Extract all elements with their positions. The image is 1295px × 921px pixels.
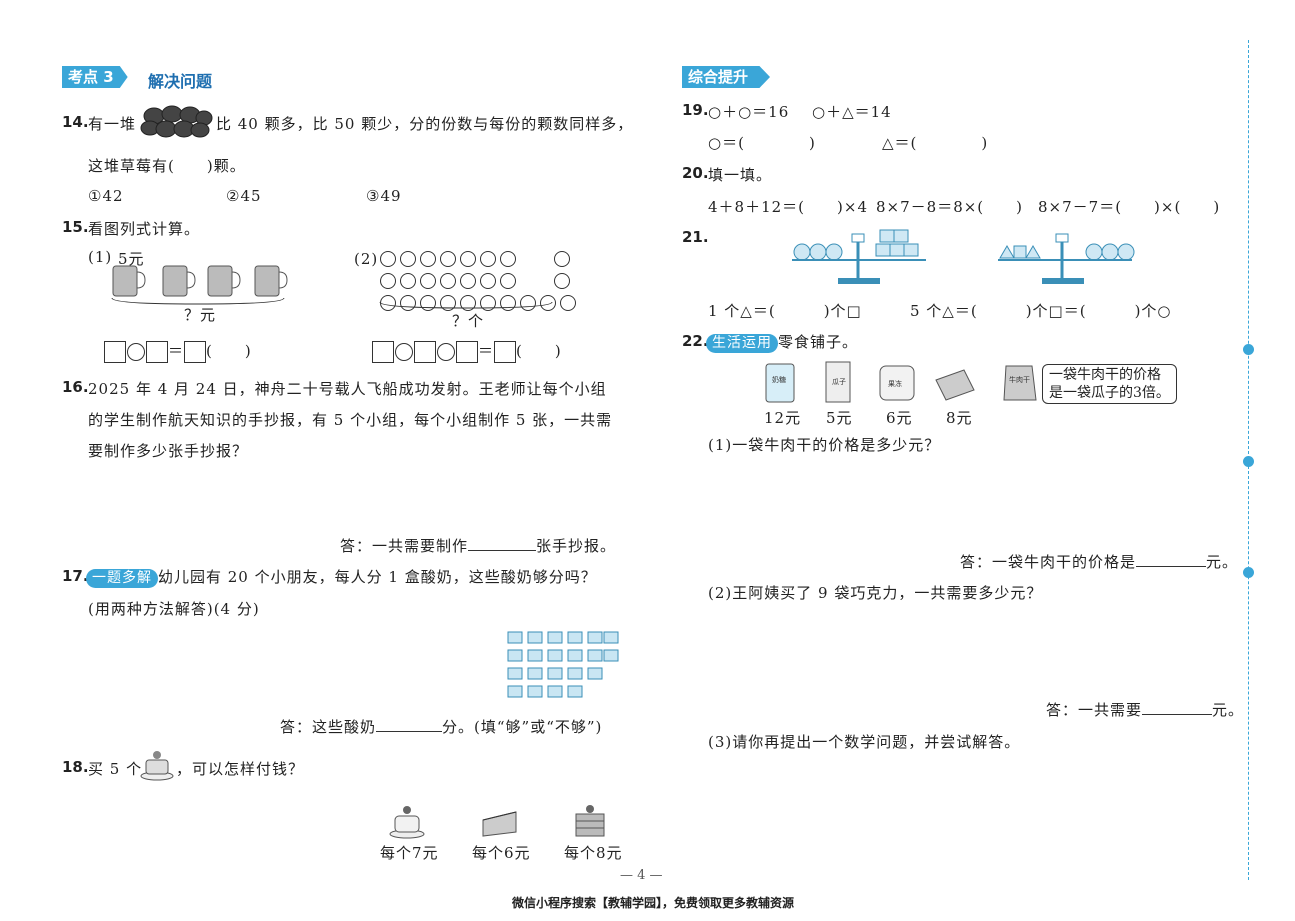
- q20-text: 填一填。: [708, 166, 773, 184]
- section-tag-right: 综合提升: [682, 66, 771, 88]
- q14-option-3: ③49: [366, 187, 402, 205]
- answer-box[interactable]: [104, 340, 126, 363]
- cake-price-2: 每个6元: [472, 844, 531, 862]
- page-number: — 4 —: [620, 868, 663, 883]
- q15-price-label: 5元: [118, 250, 145, 268]
- q14-number: 14.: [62, 113, 89, 131]
- q15-text: 看图列式计算。: [88, 220, 201, 238]
- q19-number: 19.: [682, 101, 709, 119]
- binding-dot: [1243, 344, 1254, 355]
- operator-circle[interactable]: [437, 342, 455, 361]
- yogurt-boxes-icon: [507, 631, 619, 698]
- q16-answer: 答：一共需要制作张手抄报。: [340, 537, 617, 555]
- q20-eq2[interactable]: 8×7－8＝8×( ): [876, 198, 1024, 216]
- q15-equation2: ＝( ): [372, 340, 562, 363]
- q18-number: 18.: [62, 758, 89, 776]
- multi-solution-tag: 一题多解: [86, 569, 158, 588]
- beef-jerky-icon: 牛肉干: [1003, 365, 1037, 401]
- q14-option-2: ②45: [226, 187, 262, 205]
- q15-part2-label: (2): [354, 250, 379, 268]
- binding-dot: [1243, 456, 1254, 467]
- q19-eq1: ○＋○＝16: [708, 103, 790, 121]
- q14-text3: 这堆草莓有( )颗。: [88, 157, 246, 175]
- q19-eq2: ○＋△＝14: [812, 103, 892, 121]
- snack-price-2: 5元: [826, 409, 853, 427]
- q22-sub1: (1)一袋牛肉干的价格是多少元？: [708, 436, 941, 454]
- q22-title: 生活运用零食铺子。: [706, 331, 858, 353]
- brace-icon: [379, 301, 553, 309]
- cake-8-icon: [575, 805, 605, 837]
- cake-6-icon: [482, 811, 517, 837]
- life-application-tag: 生活运用: [706, 334, 778, 353]
- cups-icon: [111, 265, 288, 305]
- q21-answer1[interactable]: 1 个△＝( )个□: [708, 302, 862, 320]
- q19-answer1[interactable]: ○＝( ): [708, 134, 816, 152]
- answer-box[interactable]: [494, 340, 517, 363]
- q15-question2: ？个: [452, 312, 485, 330]
- cake-icon: [140, 751, 174, 781]
- snack-label-3: 果冻: [888, 379, 902, 388]
- q22-number: 22.: [682, 332, 709, 350]
- q16-line2: 的学生制作航天知识的手抄报，有 5 个小组，每个小组制作 5 张，一共需: [88, 411, 613, 429]
- q17-number: 17.: [62, 567, 89, 585]
- binding-dot: [1243, 567, 1254, 578]
- unit-paren: ( ): [206, 342, 252, 360]
- price-bubble: 一袋牛肉干的价格是一袋瓜子的3倍。: [1042, 364, 1177, 404]
- q18-post: ，可以怎样付钱？: [176, 760, 305, 778]
- q15-question1: ？元: [184, 306, 217, 324]
- q20-eq1[interactable]: 4＋8＋12＝( )×4: [708, 198, 868, 216]
- q21-number: 21.: [682, 228, 709, 246]
- q17-answer: 答：这些酸奶分。(填“够”或“不够”): [280, 718, 603, 736]
- unit-paren: ( ): [516, 342, 562, 360]
- q15-part1-label: (1): [88, 248, 113, 266]
- snacks-icon: 奶糖 瓜子 果冻: [765, 361, 975, 403]
- answer-box[interactable]: [456, 340, 478, 363]
- q21-answer2[interactable]: 5 个△＝( )个□＝( )个○: [910, 302, 1172, 320]
- q15-number: 15.: [62, 218, 89, 236]
- q22-answer1: 答：一袋牛肉干的价格是元。: [960, 553, 1239, 571]
- operator-circle[interactable]: [395, 342, 413, 361]
- snack-price-1: 12元: [764, 409, 802, 427]
- answer-box[interactable]: [414, 340, 436, 363]
- q22-sub2: (2)王阿姨买了 9 袋巧克力，一共需要多少元？: [708, 584, 1043, 602]
- q14-text2: 比 40 颗多，比 50 颗少，分的份数与每份的颗数同样多，: [216, 115, 634, 133]
- answer-blank[interactable]: [1142, 714, 1213, 715]
- footer-text: 微信小程序搜索【教辅学园】，免费领取更多教辅资源: [512, 896, 795, 910]
- answer-blank[interactable]: [468, 550, 537, 551]
- snack-label-5: 牛肉干: [1009, 375, 1030, 384]
- q20-number: 20.: [682, 164, 709, 182]
- q16-line3: 要制作多少张手抄报？: [88, 442, 249, 460]
- circles-group: [378, 250, 576, 316]
- q17-line2: (用两种方法解答)(4 分): [88, 600, 260, 618]
- cake-7-icon: [389, 806, 425, 839]
- snack-label-2: 瓜子: [832, 378, 846, 386]
- q14-option-1: ①42: [88, 187, 124, 205]
- snack-price-4: 8元: [946, 409, 973, 427]
- answer-box[interactable]: [372, 340, 394, 363]
- cake-price-1: 每个7元: [380, 844, 439, 862]
- snack-label-1: 奶糖: [772, 375, 786, 384]
- strawberry-pile-icon: [140, 105, 213, 138]
- section-title: 解决问题: [148, 72, 213, 91]
- answer-box[interactable]: [146, 340, 168, 363]
- q15-equation1: ＝( ): [104, 340, 252, 363]
- q14-text1: 有一堆: [88, 115, 137, 133]
- q16-number: 16.: [62, 378, 89, 396]
- section-tag: 考点 3: [62, 66, 128, 88]
- answer-blank[interactable]: [1136, 566, 1207, 567]
- q19-answer2[interactable]: △＝( ): [882, 134, 989, 152]
- cake-price-3: 每个8元: [564, 844, 623, 862]
- q17-line1: 一题多解幼儿园有 20 个小朋友，每人分 1 盒酸奶，这些酸奶够分吗？: [86, 566, 597, 588]
- operator-circle[interactable]: [127, 342, 145, 361]
- answer-box[interactable]: [184, 340, 207, 363]
- balance-scale-2-icon: [998, 233, 1135, 284]
- q20-eq3[interactable]: 8×7－7＝( )×( ): [1038, 198, 1221, 216]
- q18-pre: 买 5 个: [88, 760, 143, 778]
- q16-line1: 2025 年 4 月 24 日，神舟二十号载人飞船成功发射。王老师让每个小组: [88, 380, 607, 398]
- answer-blank[interactable]: [376, 731, 443, 732]
- snack-price-3: 6元: [886, 409, 913, 427]
- q22-answer2: 答：一共需要元。: [1046, 701, 1245, 719]
- balance-scale-1-icon: [792, 229, 926, 284]
- q22-sub3: (3)请你再提出一个数学问题，并尝试解答。: [708, 733, 1021, 751]
